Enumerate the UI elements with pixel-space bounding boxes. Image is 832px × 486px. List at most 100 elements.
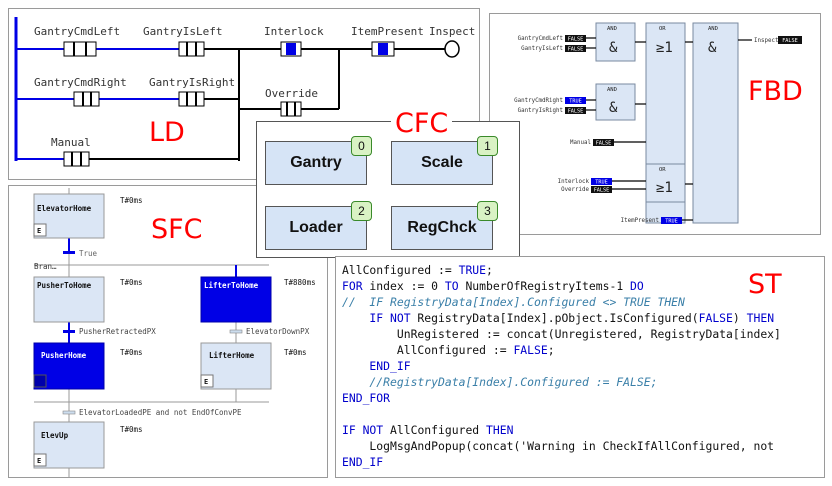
st-line-2: FOR index := 0 TO NumberOfRegistryItems-… (342, 278, 644, 294)
st-l1b: TRUE (458, 263, 487, 277)
sfc-e-2: E (204, 378, 208, 386)
sfc-trans-elevatordown: ElevatorDownPX (246, 327, 310, 336)
ld-label-gantrycmdright: GantryCmdRight (34, 76, 127, 89)
st-l2b: index := 0 (362, 279, 445, 293)
fbd-block-symbols: & ≥1 & & ≥1 (609, 40, 717, 196)
sfc-step-liftertohome: LifterToHome (204, 281, 259, 290)
fbd-val-override: FALSE (594, 188, 610, 194)
cfc-block-regchck: RegChck 3 (391, 201, 498, 250)
fbd-and3-symbol: & (708, 40, 717, 56)
st-l1a: AllConfigured := (342, 263, 459, 277)
ld-panel: GantryCmdLeft GantryIsLeft Interlock Ite… (8, 8, 480, 180)
st-line-7: END_IF (342, 359, 411, 373)
ld-label-interlock: Interlock (264, 25, 324, 38)
fbd-and1-symbol: & (609, 40, 618, 56)
sfc-step-pushertohome: PusherToHome (37, 281, 92, 290)
fbd-in-gantryisleft: GantryIsLeft (521, 46, 563, 52)
st-l6a: AllConfigured := (342, 343, 514, 357)
st-l1c: ; (486, 263, 493, 277)
cfc-title: CFC (391, 108, 453, 139)
fbd-val-gir: FALSE (568, 109, 584, 115)
fbd-val-gcr: TRUE (569, 99, 582, 105)
fbd-title: FBD (748, 76, 803, 107)
sfc-e-3: E (37, 457, 41, 465)
sfc-title: SFC (151, 214, 203, 245)
sfc-step-elevup: ElevUp (41, 431, 69, 440)
st-line-8: //RegistryData[Index].Configured := FALS… (342, 375, 658, 389)
fbd-input-names: GantryCmdLeft GantryIsLeft GantryCmdRigh… (514, 36, 659, 224)
st-line-11: LogMsgAndPopup(concat('Warning in CheckI… (342, 439, 775, 453)
cfc-block-scale-label: Scale (421, 154, 463, 171)
fbd-in-itempresent: ItemPresent (621, 218, 659, 224)
st-line-6: AllConfigured := FALSE; (342, 342, 555, 358)
fbd-blocks (595, 22, 739, 224)
fbd-or1-symbol: ≥1 (656, 40, 673, 56)
st-l10a: IF NOT (342, 423, 384, 437)
ld-label-inspect: Inspect (429, 25, 475, 38)
st-l2e: DO (630, 279, 644, 293)
ld-title: LD (149, 117, 185, 148)
st-l4b: RegistryData[Index].pObject.IsConfigured… (410, 311, 699, 325)
fbd-in-interlock: Interlock (558, 179, 590, 185)
sfc-time-6: T#0ms (120, 425, 143, 434)
st-l10c: THEN (486, 423, 514, 437)
ld-label-itempresent: ItemPresent (351, 25, 424, 38)
ld-label-gantryisleft: GantryIsLeft (143, 25, 222, 38)
fbd-out-inspect: Inspect (754, 38, 778, 44)
st-l4d: ) (732, 311, 747, 325)
sfc-time-5: T#0ms (284, 348, 307, 357)
sfc-trans-elevatorloaded: ElevatorLoadedPE and not EndOfConvPE (79, 408, 242, 417)
ld-diagram: GantryCmdLeft GantryIsLeft Interlock Ite… (14, 17, 475, 167)
cfc-block-regchck-label: RegChck (407, 219, 477, 236)
sfc-diagram: ElevatorHome E T#0ms True Bran… PusherTo… (33, 188, 316, 477)
fbd-or1-label: OR (659, 26, 666, 32)
sfc-branch-label: Bran… (34, 262, 57, 271)
st-l6b: FALSE (513, 343, 548, 357)
st-l4c: FALSE (698, 311, 733, 325)
fbd-and1-label: AND (607, 26, 617, 32)
st-line-1: AllConfigured := TRUE; (342, 262, 493, 278)
fbd-val-manual: FALSE (596, 141, 612, 147)
st-title: ST (748, 269, 782, 300)
st-line-12: END_IF (342, 455, 384, 469)
st-l10b: AllConfigured (383, 423, 487, 437)
sfc-trans-pusherretracted: PusherRetractedPX (79, 327, 156, 336)
sfc-transitions (62, 251, 243, 415)
ld-contacts (63, 40, 460, 167)
cfc-block-scale: Scale 1 (391, 136, 498, 185)
cfc-block-gantry: Gantry 0 (265, 136, 372, 185)
fbd-panel: AND OR AND AND OR & ≥1 & & ≥1 GantryCmdL… (489, 13, 821, 235)
sfc-time-4: T#0ms (120, 348, 143, 357)
cfc-block-regchck-order: 3 (477, 201, 498, 221)
sfc-time-2: T#0ms (120, 278, 143, 287)
cfc-block-scale-order: 1 (477, 136, 498, 156)
fbd-diagram: AND OR AND AND OR & ≥1 & & ≥1 GantryCmdL… (514, 22, 802, 225)
ld-labels: GantryCmdLeft GantryIsLeft Interlock Ite… (34, 25, 475, 149)
sfc-trans-true: True (79, 249, 98, 258)
st-l6c: ; (547, 343, 555, 357)
st-l2a: FOR (342, 279, 363, 293)
st-l4a: IF NOT (342, 311, 411, 325)
fbd-and2-label: AND (607, 87, 617, 93)
sfc-steps (33, 193, 272, 469)
fbd-in-manual: Manual (570, 140, 591, 146)
cfc-block-loader: Loader 2 (265, 201, 372, 250)
fbd-val-interlock: TRUE (595, 180, 608, 186)
st-panel: ST AllConfigured := TRUE; FOR index := 0… (335, 256, 825, 478)
fbd-value-badges: FALSE FALSE TRUE FALSE FALSE TRUE FALSE … (565, 35, 802, 225)
ld-label-gantryisright: GantryIsRight (149, 76, 235, 89)
fbd-or2-symbol: ≥1 (656, 180, 673, 196)
fbd-and3-label: AND (708, 26, 718, 32)
st-l4e: THEN (746, 311, 775, 325)
fbd-val-gcl: FALSE (568, 37, 584, 43)
st-line-9: END_FOR (342, 391, 391, 405)
fbd-in-gantrycmdright: GantryCmdRight (514, 98, 563, 104)
sfc-step-lifterhome: LifterHome (209, 351, 255, 360)
cfc-panel: Gantry 0 Scale 1 Loader 2 RegChck 3 CFC (256, 108, 520, 258)
fbd-or2-label: OR (659, 167, 666, 173)
st-l2c: TO (444, 279, 459, 293)
st-line-4: IF NOT RegistryData[Index].pObject.IsCon… (342, 310, 774, 326)
st-l2d: NumberOfRegistryItems-1 (458, 279, 631, 293)
ld-label-manual: Manual (51, 136, 91, 149)
st-line-5: UnRegistered := concat(Unregistered, Reg… (342, 327, 781, 341)
